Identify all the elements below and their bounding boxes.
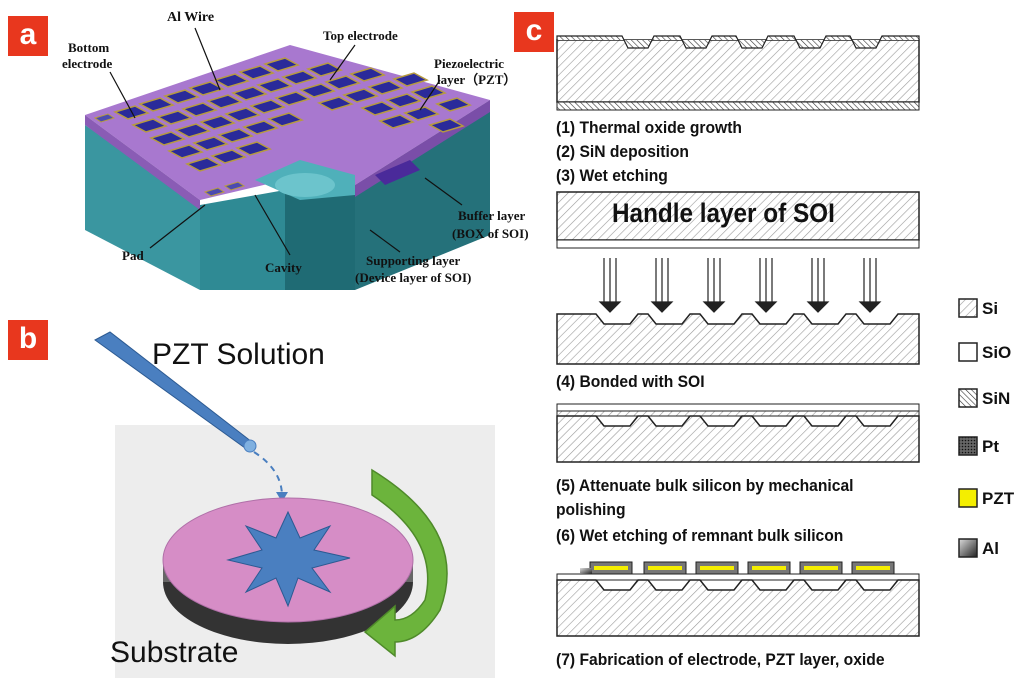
panel-c-process-flow (556, 35, 920, 637)
label-piezo-line1: Piezoelectric (434, 56, 504, 71)
label-al-wire: Al Wire (167, 10, 215, 25)
panel-a-device-illustration (85, 27, 490, 290)
cross-section-steps-1-3 (556, 35, 920, 111)
label-support-line1: Supporting layer (366, 253, 461, 268)
label-cavity: Cavity (265, 260, 302, 275)
step-3-label: (3) Wet etching (556, 166, 668, 185)
electrode-grid (113, 57, 472, 172)
substrate-label: Substrate (110, 636, 239, 669)
cross-section-step-7 (556, 561, 920, 637)
legend-label-sio: SiO (982, 343, 1012, 362)
rotation-arrow (363, 468, 448, 658)
drop-arrowhead (276, 492, 288, 502)
legend-label-pzt: PZT (982, 489, 1015, 508)
label-buffer-line2: (BOX of SOI) (452, 226, 529, 241)
cross-section-step-5 (556, 403, 920, 463)
panel-a-tag: a (8, 16, 48, 56)
step-4-label: (4) Bonded with SOI (556, 372, 705, 391)
pzt-star (226, 510, 351, 608)
buffer-block (375, 160, 420, 185)
label-bottom-electrode-line2: electrode (62, 56, 113, 71)
legend-swatch-pt (958, 436, 978, 456)
panel-b-tag: b (8, 320, 48, 360)
handle-layer-block (556, 191, 920, 249)
pads (93, 113, 246, 197)
legend-swatch-pzt (958, 488, 978, 508)
legend-swatch-sio (958, 342, 978, 362)
handle-layer-label: Handle layer of SOI (612, 198, 835, 228)
label-top-electrode: Top electrode (323, 28, 398, 43)
panel-c-tag: c (514, 12, 554, 52)
label-pad: Pad (122, 248, 144, 263)
label-support-line2: (Device layer of SOI) (355, 270, 472, 285)
legend-label-si: Si (982, 299, 999, 318)
cavity-front-face (200, 190, 285, 290)
legend-swatch-si (958, 298, 978, 318)
step-6-label: (6) Wet etching of remnant bulk silicon (556, 526, 844, 545)
label-bottom-electrode-line1: Bottom (68, 40, 110, 55)
cross-section-step-4 (556, 313, 920, 365)
substrate-front-face (85, 125, 200, 290)
piezo-edge (85, 115, 200, 210)
droplet (243, 439, 257, 453)
step-2-label: (2) SiN deposition (556, 142, 689, 161)
substrate-right-face (355, 110, 490, 290)
legend-swatch-al (958, 538, 978, 558)
pzt-solution-title: PZT Solution (152, 338, 325, 371)
step-1-label: (1) Thermal oxide growth (556, 118, 742, 137)
legend-label-sin: SiN (982, 389, 1011, 408)
legend-swatch-sin (958, 388, 978, 408)
label-piezo-line2: layer（PZT） (437, 72, 517, 87)
step-7-label: (7) Fabrication of electrode, PZT layer,… (556, 650, 885, 669)
step-5-label-line1: (5) Attenuate bulk silicon by mechanical (556, 476, 854, 495)
label-buffer-line1: Buffer layer (458, 208, 526, 223)
bonding-arrows (598, 258, 882, 313)
legend-label-al: Al (982, 539, 999, 558)
cavity-floor (275, 173, 335, 197)
step-5-label-line2: polishing (556, 500, 626, 519)
drop-path (253, 451, 283, 497)
panel-b-spin-coating-illustration (94, 331, 495, 678)
electrode-stacks (580, 561, 895, 575)
legend-label-pt: Pt (982, 437, 999, 456)
label-pointers (109, 27, 463, 256)
